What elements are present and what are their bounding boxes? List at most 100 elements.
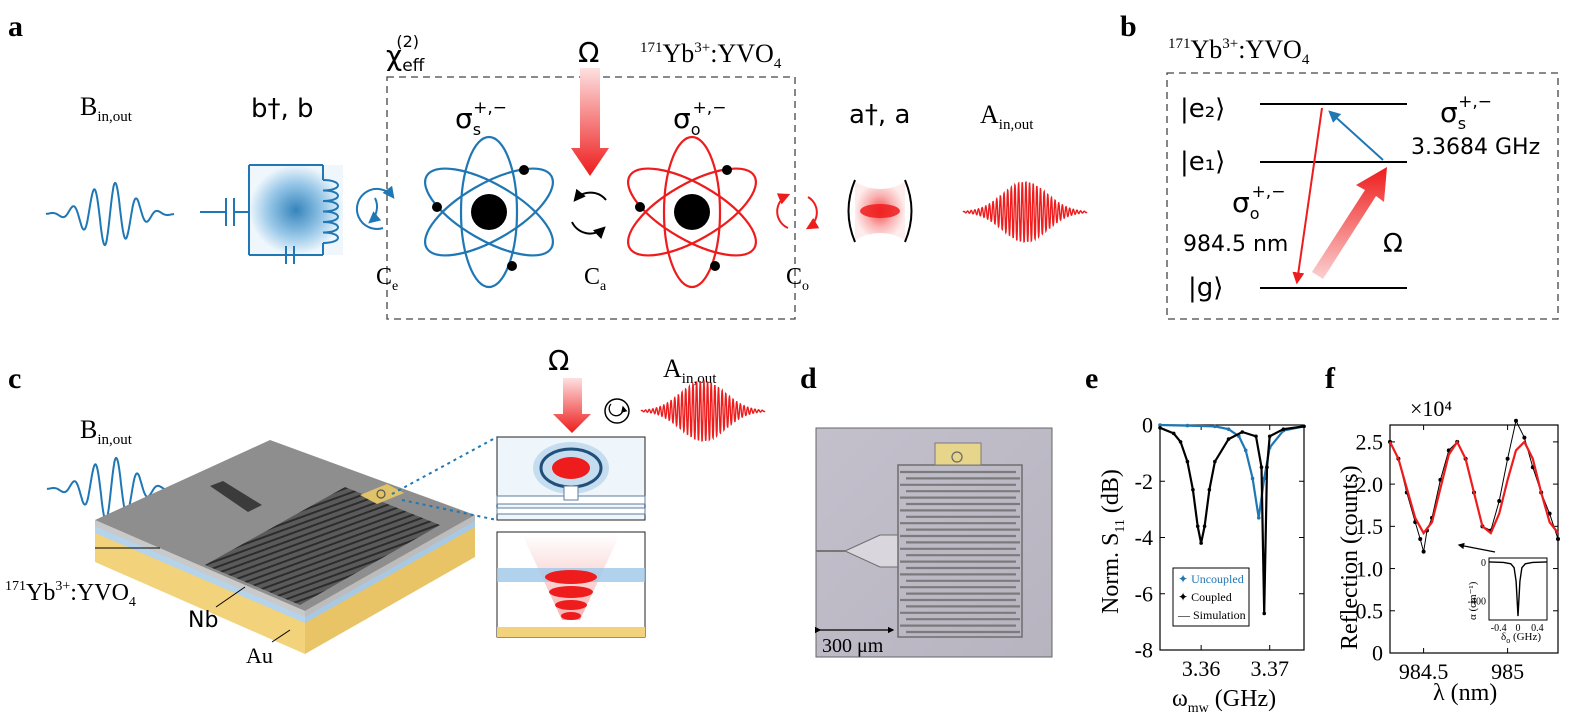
state-e2-label: |e₂⟩ [1180,94,1225,124]
au-label: Au [246,643,273,668]
series-uncoupled [1159,423,1305,518]
level-diagram-box [1166,72,1559,320]
device-micrograph [816,442,1023,638]
scale-bar-label: 300 μm [822,635,884,657]
inset-y-tick: -400 [1468,597,1486,608]
optical-wavelength-label: 984.5 nm [1183,232,1288,257]
b-in-out-label: Bin,out [80,92,133,125]
panel-label-c: c [8,362,21,395]
sigma-s-label-b: σs+,− [1440,92,1492,133]
nb-pointer [215,586,246,608]
f-xlabel: λ (nm) [1433,680,1497,706]
panel-c: c Bin,out 171Yb3+:YVO4 Nb Au Ω [5,344,766,668]
y-tick-label: 0 [1142,413,1153,438]
inset-ylabel: α (cm⁻¹) [1467,581,1479,620]
material-label-a: 171Yb3+:YVO4 [640,39,782,72]
b-operator-label: b†, b [251,94,314,124]
pump-arrow-c [553,378,591,433]
e-legend: ✦ Uncoupled ✦ Coupled — Simulation [1172,567,1250,627]
optical-atom-icon [626,135,758,289]
point-data [1514,418,1518,423]
sigma-s-label: σs+,− [455,98,507,139]
y-tick-label: 0 [1372,641,1383,666]
ca-label: Ca [584,264,607,294]
y-tick-label: 2.5 [1356,430,1384,455]
e-ylabel: Norm. S11 (dB) [1098,469,1128,614]
f-ylabel: Reflection (counts) [1337,465,1363,650]
inset-xlabel: δo (GHz) [1501,631,1541,645]
spin-transition-arrow [1328,110,1384,161]
circulator-icon [604,398,630,424]
y-tick-label: 1.5 [1356,514,1384,539]
panel-label-b: b [1120,10,1137,43]
a-in-out-label-c: Ain,out [663,354,717,387]
x-tick-label: 985 [1491,659,1524,684]
panel-a: a Bin,out b†, b Ce χeff(2) σs+,− [8,10,1088,320]
panel-b: b 171Yb3+:YVO4 |e₂⟩ |e₁⟩ |g⟩ σs+,− 3.368… [1120,10,1559,320]
material-label-b: 171Yb3+:YVO4 [1168,35,1310,68]
x-tick-label: 984.5 [1399,659,1449,684]
nb-label: Nb [188,608,218,633]
panel-label-d: d [800,362,817,395]
legend-coupled: ✦ Coupled [1178,590,1232,604]
panel-label-e: e [1085,362,1098,395]
point-data [1505,456,1510,461]
sigma-o-label: σo+,− [673,98,726,139]
state-g-label: |g⟩ [1188,273,1223,303]
ca-coupling-icon [571,188,607,239]
omega-label-b: Ω [1383,229,1403,259]
e-xlabel: ωmw (GHz) [1172,686,1276,716]
inset-x-tick: -0.4 [1491,623,1507,634]
optical-cavity-icon [847,179,913,243]
panel-label-f: f [1325,362,1336,395]
device-chip [95,440,475,654]
co-label: Co [786,264,809,294]
optical-pulse-icon-c [640,380,766,442]
sigma-o-label-b: σo+,− [1232,182,1285,223]
point-data [1497,499,1502,503]
point-data [1556,537,1560,541]
optical-pulse-icon [962,181,1088,243]
a-in-out-label: Ain,out [980,100,1034,133]
resonator-zoom [496,436,646,521]
series-absorption [1488,561,1548,617]
y-tick-label: -6 [1135,581,1153,606]
legend-uncoupled: ✦ Uncoupled [1178,572,1244,586]
omega-label-a: Ω [578,36,599,69]
y-tick-label: 0.5 [1356,598,1384,623]
y-tick-label: -4 [1135,525,1153,550]
optical-transition-arrow [1292,107,1323,285]
chi-eff-label: χeff(2) [386,32,426,76]
ce-label: Ce [376,264,398,294]
inset-x-tick: 0.4 [1531,623,1544,634]
panel-d: d 300 μm [800,362,1053,658]
pump-arrow-b [1312,167,1387,279]
co-coupling-icon [776,193,820,230]
cross-section-zoom [496,531,646,638]
ce-coupling-icon [355,185,395,230]
inset-pointer [1457,542,1496,553]
zoom-lead-bottom [401,499,498,521]
b-in-out-label-c: Bin,out [80,415,133,448]
a-operator-label: a†, a [849,100,910,130]
lc-resonator-icon [200,164,343,264]
pump-arrow [571,68,609,176]
y-tick-label: -2 [1135,469,1153,494]
series-data [1389,419,1559,552]
state-e1-label: |e₁⟩ [1180,147,1225,177]
y-tick-label: -8 [1135,638,1153,663]
zoom-lead-top [391,436,498,495]
microwave-pulse-icon [45,182,175,246]
series-simulation [1159,425,1305,614]
spin-atom-icon [423,135,555,289]
spin-frequency-label: 3.3684 GHz [1411,135,1540,160]
au-pointer [271,629,291,643]
legend-simulation: — Simulation [1177,608,1246,622]
point-data [1418,537,1423,541]
